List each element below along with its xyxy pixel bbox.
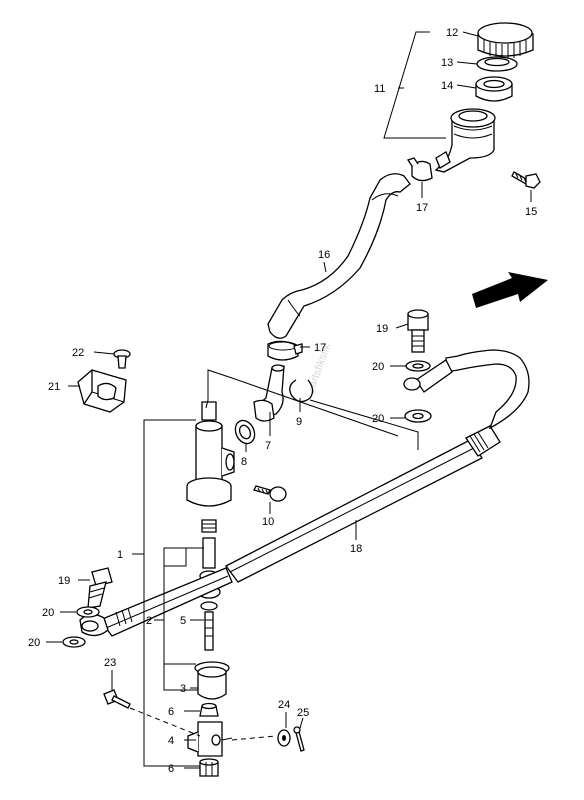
part-8-o-ring <box>234 419 256 445</box>
callout-23: 23 <box>104 657 116 669</box>
part-20-washer-4 <box>62 636 86 648</box>
callout-10: 10 <box>262 516 274 528</box>
leader-lines <box>46 31 532 769</box>
callout-5: 5 <box>180 615 186 627</box>
part-14-diaphragm <box>475 76 513 102</box>
part-24-washer <box>277 729 291 747</box>
part-17-clamp-lower <box>267 340 303 361</box>
master-cylinder <box>186 401 235 507</box>
callout-11: 11 <box>374 83 385 95</box>
callout-14: 14 <box>441 80 453 92</box>
lower-hose-end <box>79 567 233 637</box>
callout-15: 15 <box>525 206 537 218</box>
callout-20-4: 20 <box>28 637 40 649</box>
callout-6-upper: 6 <box>168 706 174 718</box>
callout-9: 9 <box>296 416 302 428</box>
callout-22: 22 <box>72 347 84 359</box>
part-20-washer-1 <box>405 360 431 372</box>
callout-21: 21 <box>48 381 60 393</box>
callout-24: 24 <box>278 699 290 711</box>
part-18-brake-hose <box>225 349 530 583</box>
part-6-nut-upper <box>199 702 219 717</box>
callout-20-3: 20 <box>42 607 54 619</box>
callout-7: 7 <box>265 440 271 452</box>
part-7-fitting <box>253 364 285 422</box>
callout-19-lower: 19 <box>58 575 70 587</box>
callout-1: 1 <box>117 549 123 561</box>
callout-17-upper: 17 <box>416 202 428 214</box>
part-21-guide <box>77 369 127 413</box>
callout-16: 16 <box>318 249 330 261</box>
part-10-bolt <box>253 485 287 502</box>
part-25-cotter-pin <box>293 726 305 752</box>
callout-8: 8 <box>241 456 247 468</box>
callout-2: 2 <box>146 615 152 627</box>
part-13-plate <box>476 56 518 72</box>
callout-6-lower: 6 <box>168 763 174 775</box>
callout-20-1: 20 <box>372 361 384 373</box>
part-22-screw <box>113 349 131 369</box>
callout-labels: 12 13 14 11 15 17 16 17 19 20 20 7 8 9 1… <box>28 27 537 775</box>
part-17-clamp-upper <box>406 157 433 182</box>
callout-3: 3 <box>180 683 186 695</box>
part-19-banjo-bolt-lower <box>87 567 113 609</box>
part-23-pin <box>103 689 131 709</box>
part-15-bolt <box>511 171 541 189</box>
direction-arrow-icon <box>472 272 548 308</box>
part-4-clevis <box>187 721 233 757</box>
part-9-circlip <box>289 379 314 403</box>
callout-12: 12 <box>446 27 458 39</box>
part-16-hose <box>267 173 411 339</box>
part-19-banjo-bolt-upper <box>407 309 429 353</box>
part-11-reservoir <box>434 108 496 173</box>
callout-25: 25 <box>297 707 309 719</box>
part-6-nut-lower <box>199 758 219 777</box>
callout-18: 18 <box>350 543 362 555</box>
callout-19-upper: 19 <box>376 323 388 335</box>
callout-13: 13 <box>441 57 453 69</box>
callout-17-lower: 17 <box>314 342 326 354</box>
part-3-boot <box>194 661 230 700</box>
callout-4: 4 <box>168 735 174 747</box>
part-20-washer-3 <box>76 606 100 618</box>
part-12-reservoir-cap <box>477 22 534 59</box>
part-20-washer-2 <box>404 409 432 423</box>
callout-20-2: 20 <box>372 413 384 425</box>
